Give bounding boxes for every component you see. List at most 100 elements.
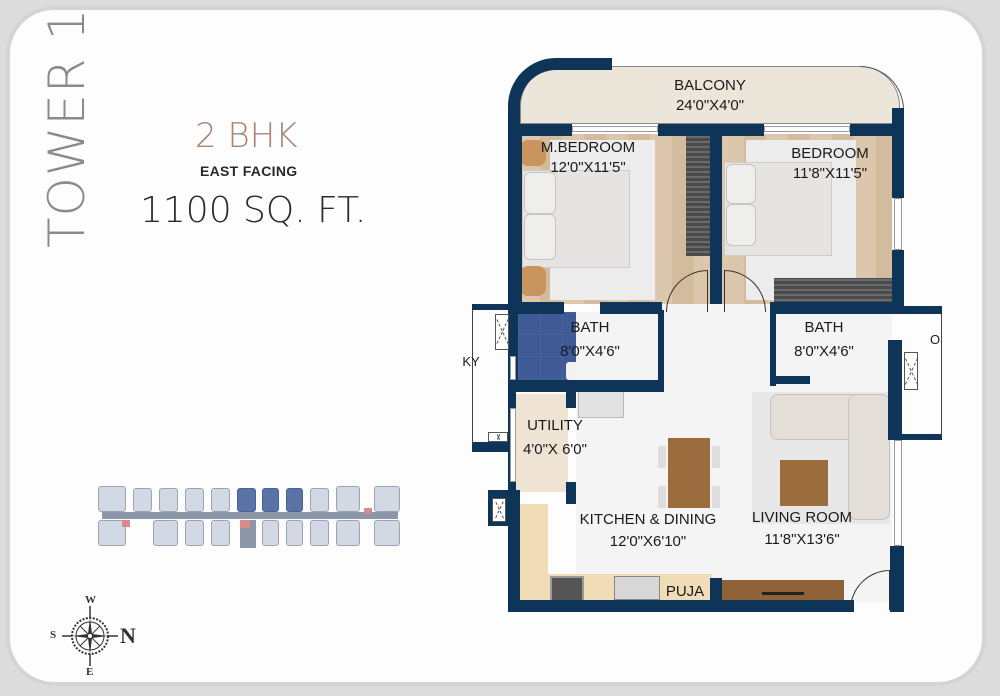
unit-facing: EAST FACING xyxy=(200,163,298,179)
wall xyxy=(770,376,810,384)
bath-2-name: BATH xyxy=(804,319,844,336)
utility-name: UTILITY xyxy=(527,417,583,434)
key-plan-stair xyxy=(122,520,130,527)
vent-icon xyxy=(492,498,506,522)
key-plan-unit-selected xyxy=(286,488,303,512)
balcony xyxy=(520,66,900,124)
bedroom-name: BEDROOM xyxy=(791,145,869,162)
chair xyxy=(658,446,666,468)
compass-north-label: N xyxy=(120,623,136,648)
key-plan-unit xyxy=(310,520,329,546)
key-plan-unit xyxy=(336,520,360,546)
wall xyxy=(658,124,764,136)
coffee-table xyxy=(780,460,828,506)
duct-left xyxy=(472,310,510,444)
wall xyxy=(508,302,564,314)
chair xyxy=(658,486,666,508)
wall xyxy=(770,302,904,314)
key-plan-unit xyxy=(98,486,126,512)
wall xyxy=(710,578,722,608)
window xyxy=(572,126,658,132)
wall xyxy=(566,482,576,504)
kitchen-size: 12'0"X6'10" xyxy=(609,533,687,550)
key-plan-unit xyxy=(262,520,279,546)
tv-unit xyxy=(722,580,844,602)
compass-south-label: S xyxy=(50,629,57,641)
key-plan-unit xyxy=(211,488,230,512)
kitchen-name: KITCHEN & DINING xyxy=(579,511,717,528)
wall xyxy=(892,250,904,310)
chair xyxy=(712,486,720,508)
key-plan-stair xyxy=(364,508,372,514)
pillow xyxy=(726,164,756,204)
key-plan xyxy=(96,484,404,550)
compass-rose-icon xyxy=(62,606,118,666)
side-table xyxy=(520,140,546,166)
wall xyxy=(900,306,942,314)
balcony-size: 24'0"X4'0" xyxy=(675,97,745,114)
wardrobe xyxy=(774,278,892,304)
duct-right xyxy=(904,314,942,436)
key-plan-unit xyxy=(185,488,204,512)
wall xyxy=(560,58,612,70)
key-plan-unit xyxy=(336,486,360,512)
utility xyxy=(514,394,568,492)
stove-icon xyxy=(550,576,584,602)
wall xyxy=(770,310,776,386)
key-plan-unit xyxy=(374,486,400,512)
balcony-wall-curve xyxy=(508,58,568,128)
key-plan-corridor xyxy=(102,512,398,519)
window xyxy=(894,440,902,546)
wall xyxy=(850,124,902,136)
master-bedroom-size: 12'0"X11'5" xyxy=(550,159,626,176)
wall xyxy=(508,490,520,612)
compass-east-label: E xyxy=(86,666,94,678)
wall xyxy=(710,134,722,304)
puja-name: PUJA xyxy=(665,583,705,600)
wall xyxy=(508,600,854,612)
key-plan-unit xyxy=(211,520,230,546)
window xyxy=(510,408,516,482)
key-plan-unit xyxy=(310,488,329,512)
living-room-size: 11'8"X13'6" xyxy=(764,531,840,548)
pillow xyxy=(524,172,556,214)
key-plan-unit xyxy=(159,488,178,512)
balcony-name: BALCONY xyxy=(674,77,746,94)
dining-table xyxy=(668,438,710,508)
pillow xyxy=(524,214,556,260)
left-duct-label: KY xyxy=(462,354,480,369)
wall xyxy=(566,386,576,408)
tv xyxy=(762,592,804,595)
key-plan-unit-selected xyxy=(262,488,279,512)
corridor xyxy=(660,304,770,314)
key-plan-unit xyxy=(185,520,204,546)
wall xyxy=(888,340,902,440)
key-plan-unit xyxy=(133,488,152,512)
compass: W S N E xyxy=(46,592,146,682)
wall xyxy=(900,434,942,440)
key-plan-unit xyxy=(286,520,303,546)
fridge xyxy=(578,388,624,418)
vent-icon xyxy=(904,352,918,390)
key-plan-stair xyxy=(240,520,250,528)
window xyxy=(894,198,902,250)
bedroom-size: 11'8"X11'5" xyxy=(792,165,868,182)
sofa xyxy=(848,394,890,520)
wall xyxy=(508,124,572,136)
chair xyxy=(712,446,720,468)
wall xyxy=(892,108,904,198)
bath-1-size: 8'0"X4'6" xyxy=(560,343,620,360)
side-table xyxy=(520,266,546,296)
wardrobe xyxy=(686,134,710,256)
wall xyxy=(508,304,518,384)
bath-2-size: 8'0"X4'6" xyxy=(794,343,854,360)
unit-area: 1100 SQ. FT. xyxy=(140,190,367,231)
wall xyxy=(472,304,520,310)
right-duct-label: O xyxy=(929,332,941,347)
wall xyxy=(890,546,904,612)
sink-icon xyxy=(614,576,660,600)
vent-icon xyxy=(488,432,508,442)
pillow xyxy=(726,204,756,246)
living-room-name: LIVING ROOM xyxy=(751,509,852,526)
